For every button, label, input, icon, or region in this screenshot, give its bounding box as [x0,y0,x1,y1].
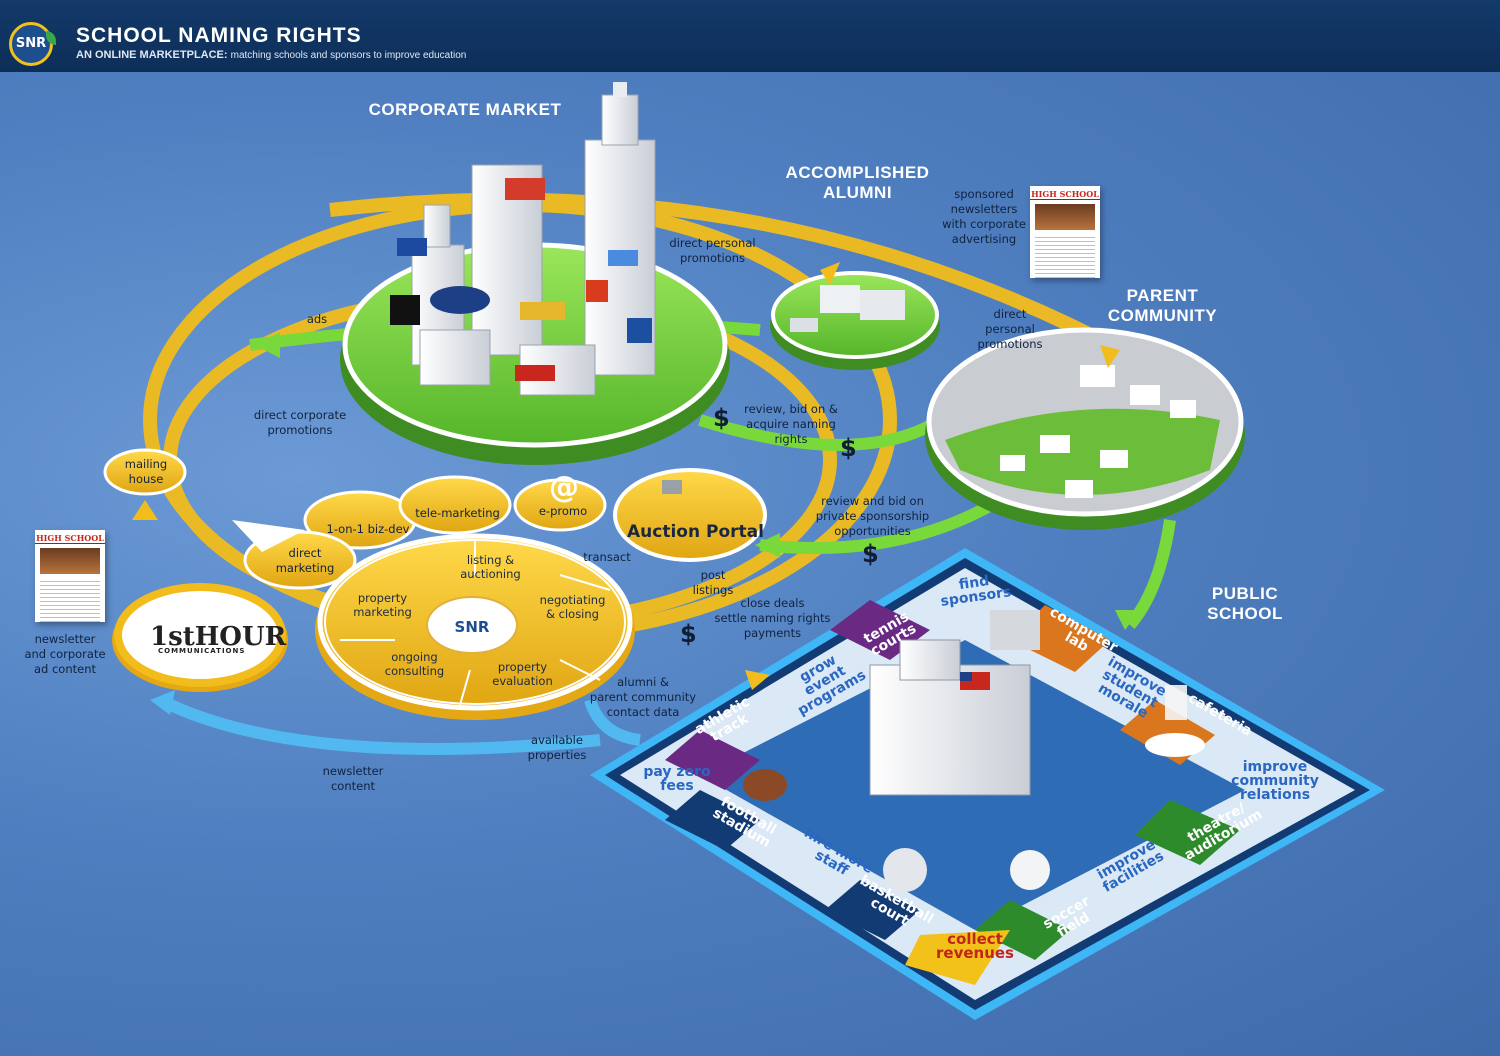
segment-property-evaluation[interactable]: property evaluation [492,660,553,688]
direct-marketing-label[interactable]: direct marketing [275,546,335,575]
page-subtitle: AN ONLINE MARKETPLACE: matching schools … [76,49,467,61]
public-school-label: PUBLIC SCHOOL [1207,584,1283,623]
flow-arrowheads [132,262,1120,690]
segment-negotiating[interactable]: negotiating & closing [539,593,606,621]
review-bid-label: review, bid on & acquire naming rights [744,402,838,446]
newspaper-icon: HIGH SCHOOL [35,530,105,622]
corporate-market-label: CORPORATE MARKET [368,100,562,119]
newsletter-corporate-label: newsletter and corporate ad content [24,632,106,676]
mailing-house-label[interactable]: mailing house [124,457,168,486]
direct-personal-promotions-label: direct personal promotions [669,236,756,265]
corporate-buildings [390,82,656,396]
segment-ongoing-consulting[interactable]: ongoing consulting [384,650,445,678]
segment-property-marketing[interactable]: property marketing [353,591,412,619]
segment-listing[interactable]: listing & auctioning [460,553,521,581]
auction-portal-label[interactable]: Auction Portal [627,522,764,542]
sponsored-newsletters-label: sponsored newsletters with corporate adv… [942,187,1026,246]
direct-personal-promotions-parent-label: direct personal promotions [977,307,1043,351]
close-deals-label: close deals settle naming rights payment… [714,596,831,640]
ads-label: ads [306,312,328,326]
green-arrowheads [255,332,1140,630]
yellow-node-discs [103,448,767,720]
dollar-icon: $ [862,540,879,568]
page-title: SCHOOL NAMING RIGHTS [76,24,362,47]
at-icon: @ [549,470,579,505]
dollar-icon: $ [840,434,857,462]
newspaper-icon: HIGH SCHOOL [1030,186,1100,278]
direct-corporate-promotions-label: direct corporate promotions [253,408,347,437]
post-listings-label: post listings [692,568,734,597]
snr-logo[interactable]: SNR [9,22,56,66]
tile-collect-revenues[interactable]: collect revenues [936,930,1014,962]
tile-pay-zero-fees[interactable]: pay zero fees [643,764,711,794]
first-hour-logo[interactable]: 1stHOUR [150,622,287,652]
tile-improve-community-relations[interactable]: improve community relations [1231,759,1319,803]
accomplished-alumni-label: ACCOMPLISHED ALUMNI [785,163,930,202]
school-board [590,548,1385,1020]
e-promo-label[interactable]: e-promo [538,504,588,518]
header-bar: SNR SCHOOL NAMING RIGHTS AN ONLINE MARKE… [0,0,1500,72]
newsletter-content-label: newsletter content [322,764,384,793]
tele-marketing-label[interactable]: tele-marketing [415,506,500,520]
available-properties-label: available properties [527,733,587,762]
alumni-parent-data-label: alumni & parent community contact data [589,675,697,719]
blue-arrowheads [150,690,175,715]
one-on-one-biz-dev-label[interactable]: 1-on-1 biz-dev [326,522,410,536]
review-private-label: review and bid on private sponsorship op… [815,494,930,538]
apple-leaf-icon [46,31,56,45]
parent-community-label: PARENT COMMUNITY [1107,286,1218,325]
transact-label: transact [583,550,631,564]
dollar-icon: $ [713,404,730,432]
dollar-icon: $ [680,620,697,648]
alumni-disc [770,271,940,370]
parent-community-disc [925,327,1245,530]
snr-center-logo[interactable]: SNR [454,618,490,636]
first-hour-sub: COMMUNICATIONS [158,647,246,655]
blue-flow-rings [157,694,641,755]
